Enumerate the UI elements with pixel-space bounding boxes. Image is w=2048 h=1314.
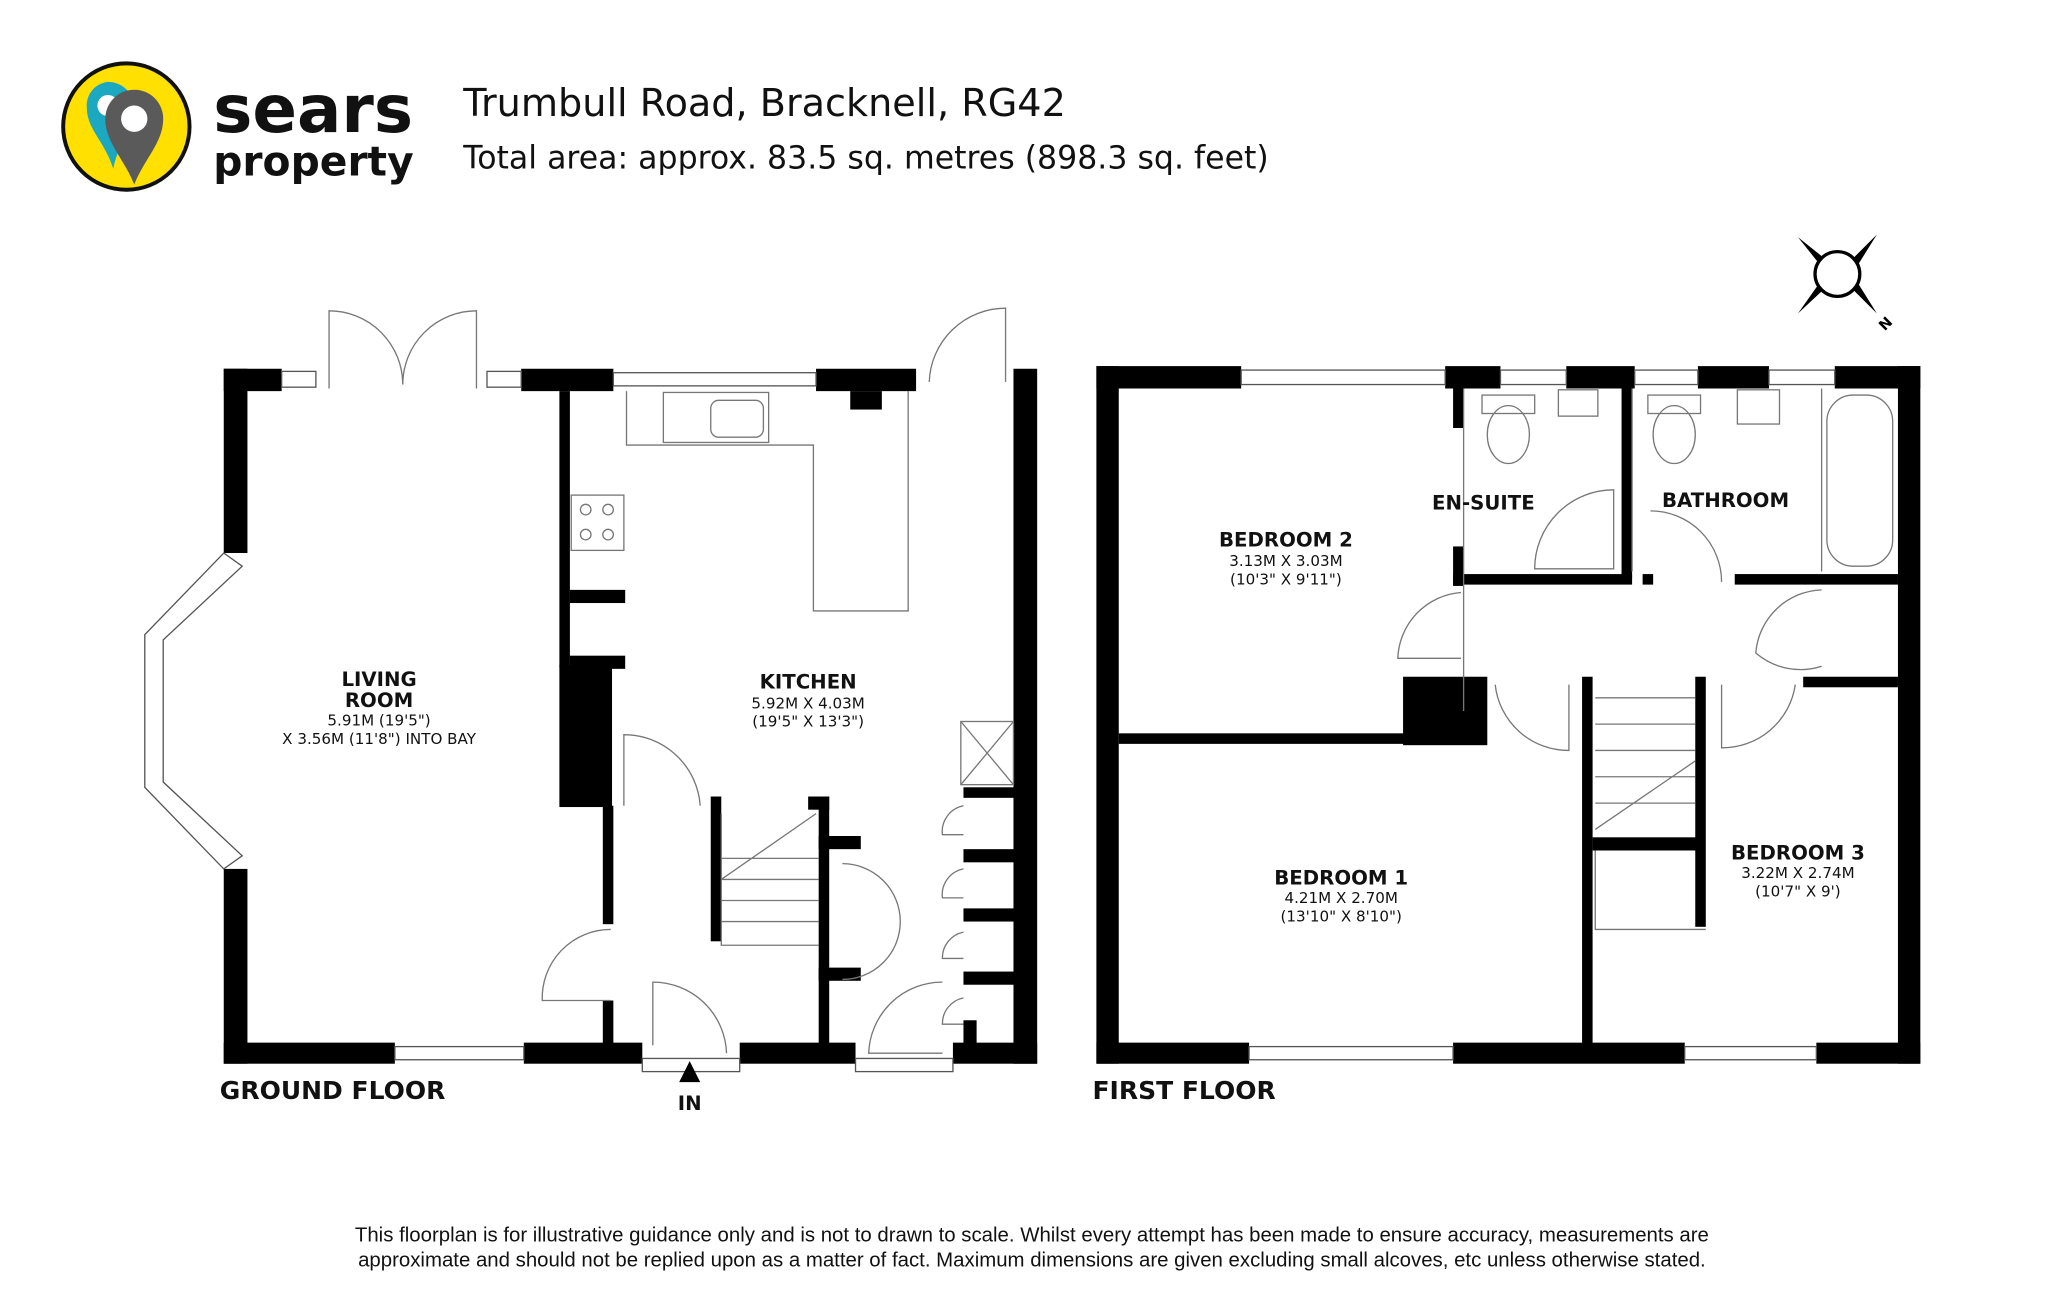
- kitchen-name: KITCHEN: [760, 671, 857, 694]
- property-title: Trumbull Road, Bracknell, RG42: [462, 81, 1066, 125]
- first-floor-plan: [1096, 366, 1921, 1064]
- entrance-arrow-icon: [679, 1061, 701, 1083]
- compass-icon: N: [1797, 234, 1896, 334]
- disclaimer-line-1: This floorplan is for illustrative guida…: [355, 1224, 1709, 1246]
- logo-text-property: property: [213, 137, 413, 185]
- living-room-name-2: ROOM: [345, 689, 413, 712]
- living-room-dim-2: X 3.56M (11'8") INTO BAY: [282, 730, 477, 748]
- first-floor-label: FIRST FLOOR: [1092, 1076, 1275, 1105]
- living-room-name-1: LIVING: [341, 668, 416, 691]
- bedroom-1-name: BEDROOM 1: [1274, 867, 1408, 890]
- bedroom-2-dim-2: (10'3" X 9'11"): [1230, 571, 1342, 589]
- bedroom-1-dim-2: (13'10" X 8'10"): [1281, 908, 1402, 926]
- living-room-dim-1: 5.91M (19'5"): [327, 711, 430, 729]
- bedroom-3-name: BEDROOM 3: [1731, 842, 1865, 865]
- bedroom-1-dim-1: 4.21M X 2.70M: [1284, 889, 1397, 907]
- disclaimer-line-2: approximate and should not be replied up…: [358, 1249, 1706, 1271]
- en-suite-name: EN-SUITE: [1432, 492, 1535, 515]
- sears-logo: sears property: [61, 61, 414, 192]
- logo-text-sears: sears: [213, 71, 413, 148]
- kitchen-dim-2: (19'5" X 13'3"): [752, 713, 864, 731]
- compass-north-label: N: [1876, 314, 1896, 334]
- kitchen-dim-1: 5.92M X 4.03M: [751, 694, 864, 712]
- total-area: Total area: approx. 83.5 sq. metres (898…: [462, 141, 1268, 177]
- bathroom-name: BATHROOM: [1662, 489, 1789, 512]
- entrance-label: IN: [678, 1092, 702, 1115]
- bedroom-3-dim-1: 3.22M X 2.74M: [1741, 864, 1854, 882]
- bedroom-2-dim-1: 3.13M X 3.03M: [1229, 552, 1342, 570]
- bedroom-2-name: BEDROOM 2: [1219, 528, 1353, 551]
- ground-floor-label: GROUND FLOOR: [220, 1076, 446, 1105]
- bedroom-3-dim-2: (10'7" X 9'): [1755, 883, 1841, 901]
- ground-floor-plan: [144, 307, 1038, 1083]
